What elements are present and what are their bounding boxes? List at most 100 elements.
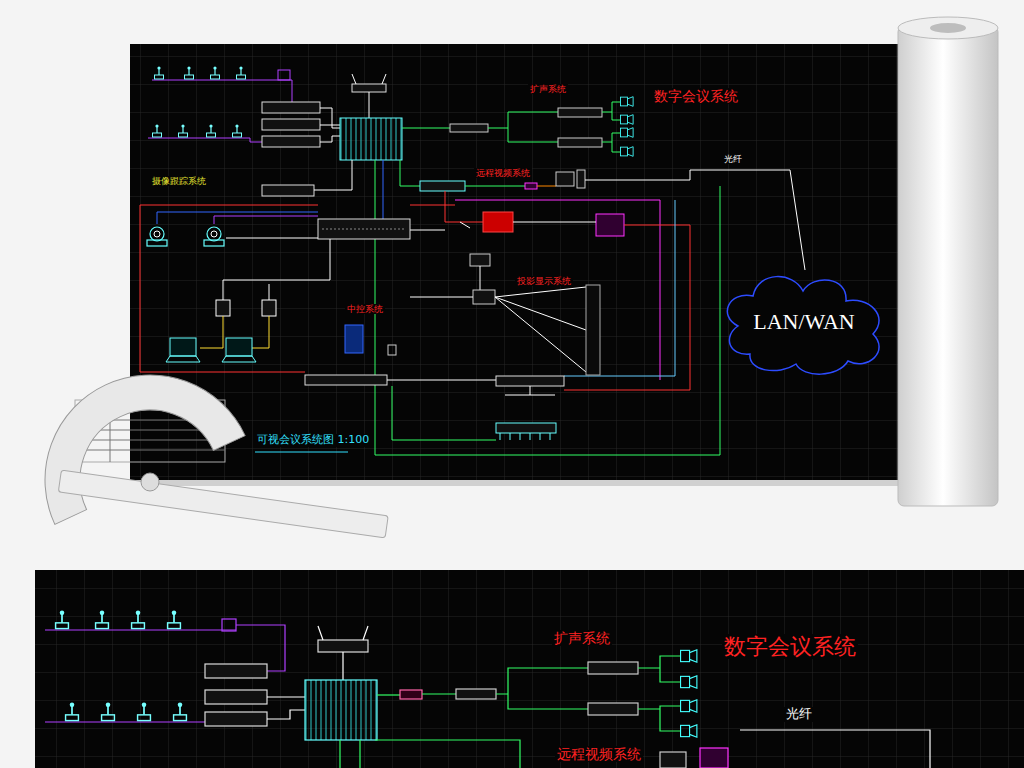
cad-rect [170,338,196,356]
system-heading: 数字会议系统 [722,634,858,659]
cad-rect [450,124,488,132]
cad-rect [558,108,602,117]
subsystem-label: 远程视频系统 [555,746,643,762]
cad-use [179,124,188,137]
cloud-path [727,277,879,375]
network-label: LAN/WAN [753,309,854,335]
cad-ellipse [898,17,998,39]
cad-rect [318,219,410,239]
cad-rect [340,118,402,160]
cad-use [147,227,167,246]
cad-rect [205,690,267,704]
cad-rect [130,44,910,480]
cad-path [422,693,456,694]
cad-path [214,216,318,224]
cad-use [96,611,109,629]
cad-path [513,222,596,223]
cad-path [152,80,292,104]
cad-rect [420,181,465,191]
cad-rect [400,690,422,699]
cad-rect [456,689,496,699]
cad-rect [305,680,377,740]
cad-path [455,200,660,380]
cad-rect [58,470,388,538]
protractor [10,340,388,537]
cad-use [233,124,242,137]
cad-rect [345,325,363,353]
subsystem-label: 中控系统 [345,304,385,314]
cad-path [377,694,400,695]
drawing-sheet [130,44,914,486]
drawing-sheet-detail [35,570,1024,768]
subsystem-label: 摄像跟踪系统 [150,176,208,186]
cad-rect [130,44,910,480]
cad-rect [525,183,537,189]
cad-use [681,676,697,688]
cad-path [410,222,470,230]
cad-use [237,66,246,79]
subsystem-label: 扩声系统 [528,84,568,94]
cad-rect [473,290,495,304]
cad-path [267,697,305,719]
cad-rect [558,138,602,147]
cad-path [495,287,586,372]
cad-use [138,703,151,721]
cad-rect [226,338,252,356]
cad-rect [262,300,276,316]
cad-rect [586,285,600,375]
cad-rect [205,712,267,726]
cad-path [340,740,360,768]
cad-rect [205,664,267,678]
drawing-title: 可视会议系统图 1:100 [255,434,371,447]
cad-path [148,138,262,142]
cad-path [496,668,588,709]
cad-path [480,266,481,290]
cad-rect [216,300,230,316]
cad-use [620,128,633,138]
cad-path [314,160,352,190]
cad-path [602,102,620,152]
cad-rect [596,214,624,236]
cad-rect [262,102,320,113]
cad-rect [262,185,314,196]
cad-use [681,725,697,737]
cad-path [322,229,406,230]
cad-rect [318,640,368,652]
cad-path [375,740,520,768]
cad-use [168,611,181,629]
cad-use [211,66,220,79]
cad-use [174,703,187,721]
cad-use [102,703,115,721]
cad-use [207,124,216,137]
system-heading: 数字会议系统 [652,88,740,104]
cad-rect [898,26,998,506]
cad-rect [588,703,638,715]
cad-path [318,626,368,680]
cad-g [58,470,388,538]
cad-path [564,225,690,390]
cad-use [620,115,633,125]
cad-path [45,721,205,722]
cad-rect [496,423,556,433]
cad-rect [700,748,728,768]
cad-path [392,386,496,440]
link-label: 光纤 [784,707,814,722]
cad-path [488,112,558,142]
cad-use [155,66,164,79]
cad-path [157,212,318,224]
cad-path [465,186,525,187]
cad-use [153,124,162,137]
cad-rect [577,170,585,188]
subsystem-label: 远程视频系统 [474,168,532,178]
cad-rect [35,570,1024,768]
cad-rect [352,84,386,92]
subsystem-label: 扩声系统 [552,630,612,646]
cad-path [352,74,386,118]
cad-rect [262,136,320,147]
cad-path [226,238,318,239]
cad-path [740,730,930,768]
cad-path [223,239,330,300]
cad-rect [305,375,387,385]
